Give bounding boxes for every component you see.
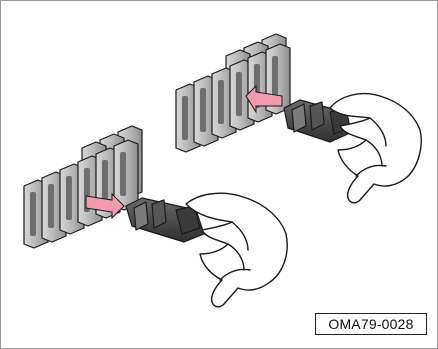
fuse-block-upper [176,34,290,152]
fuse-block-lower [24,126,142,248]
hand-lower [186,193,287,307]
hand-upper [330,94,421,203]
figure-code-label: OMA79-0028 [315,313,427,335]
